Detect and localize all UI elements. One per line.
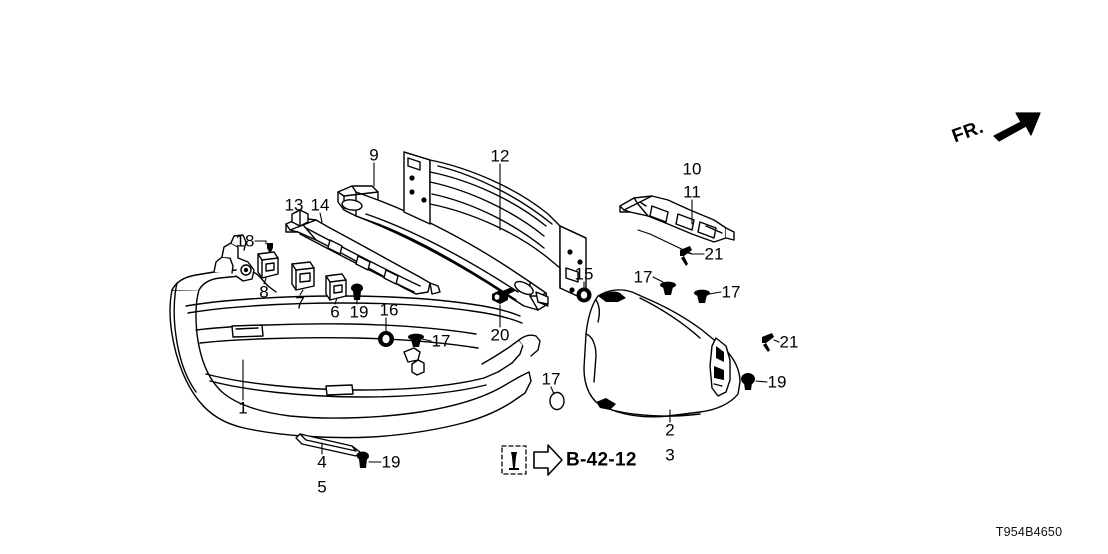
callout-number-1: 1 xyxy=(238,398,248,418)
screw-part-21-right xyxy=(762,333,774,352)
bumper-beam-part-9 xyxy=(337,185,549,311)
clip-part-17-shield-left xyxy=(660,281,676,295)
callout-number-13: 13 xyxy=(284,195,304,215)
leader-lines xyxy=(242,162,780,463)
clip-part-19-right xyxy=(741,373,755,390)
callout-number-19: 19 xyxy=(381,452,401,472)
bumper-cover-part-1 xyxy=(169,234,541,439)
callout-number-7: 7 xyxy=(295,293,305,313)
callout-number-4: 4 xyxy=(317,452,327,472)
flange-bolt-part-20 xyxy=(492,287,515,304)
upper-bracket-rail xyxy=(285,209,441,295)
ring-part-17-right xyxy=(549,391,565,411)
splash-shield-part-2-3 xyxy=(583,289,741,418)
callout-number-19: 19 xyxy=(349,302,369,322)
fr-arrow-icon xyxy=(993,112,1041,142)
callout-number-11: 11 xyxy=(683,182,701,202)
clip-part-17-shield-right xyxy=(694,289,710,303)
drawing-number: T954B4650 xyxy=(995,524,1063,539)
clip-part-8 xyxy=(257,251,279,279)
callout-number-9: 9 xyxy=(369,145,379,165)
callout-number-3: 3 xyxy=(665,445,675,465)
callout-number-15: 15 xyxy=(574,264,594,284)
callout-number-14: 14 xyxy=(310,195,330,215)
callout-number-6: 6 xyxy=(330,302,340,322)
clip-part-7 xyxy=(291,261,315,291)
clip-part-19-center xyxy=(351,283,363,300)
clip-part-6 xyxy=(325,273,347,301)
clip-part-17-center xyxy=(408,333,424,347)
cross-reference-label: B-42-12 xyxy=(566,449,637,471)
callout-number-2: 2 xyxy=(665,420,675,440)
callout-number-8: 8 xyxy=(259,282,269,302)
grommet-part-16 xyxy=(378,331,394,347)
callout-number-21: 21 xyxy=(779,332,799,352)
pin-part-18 xyxy=(267,243,273,252)
callout-number-12: 12 xyxy=(490,146,510,166)
callout-number-17: 17 xyxy=(721,282,741,302)
side-bracket-part-10-11 xyxy=(619,195,735,243)
callout-number-21: 21 xyxy=(704,244,724,264)
bolt-icon xyxy=(509,452,519,470)
callout-number-5: 5 xyxy=(317,477,327,497)
callout-number-16: 16 xyxy=(379,300,399,320)
callout-number-17: 17 xyxy=(431,331,451,351)
callout-number-20: 20 xyxy=(490,325,510,345)
callout-number-18: 18 xyxy=(235,231,255,251)
clip-part-19-bottom xyxy=(357,451,369,468)
reinforcement-beam-part-12 xyxy=(403,151,587,301)
grommet-part-15 xyxy=(576,287,592,303)
callout-number-19: 19 xyxy=(767,372,787,392)
molding-strip-part-4-5 xyxy=(295,433,361,457)
callout-number-17: 17 xyxy=(541,369,561,389)
callout-number-17: 17 xyxy=(633,267,653,287)
cross-reference-block xyxy=(501,444,563,476)
callout-number-10: 10 xyxy=(682,159,702,179)
